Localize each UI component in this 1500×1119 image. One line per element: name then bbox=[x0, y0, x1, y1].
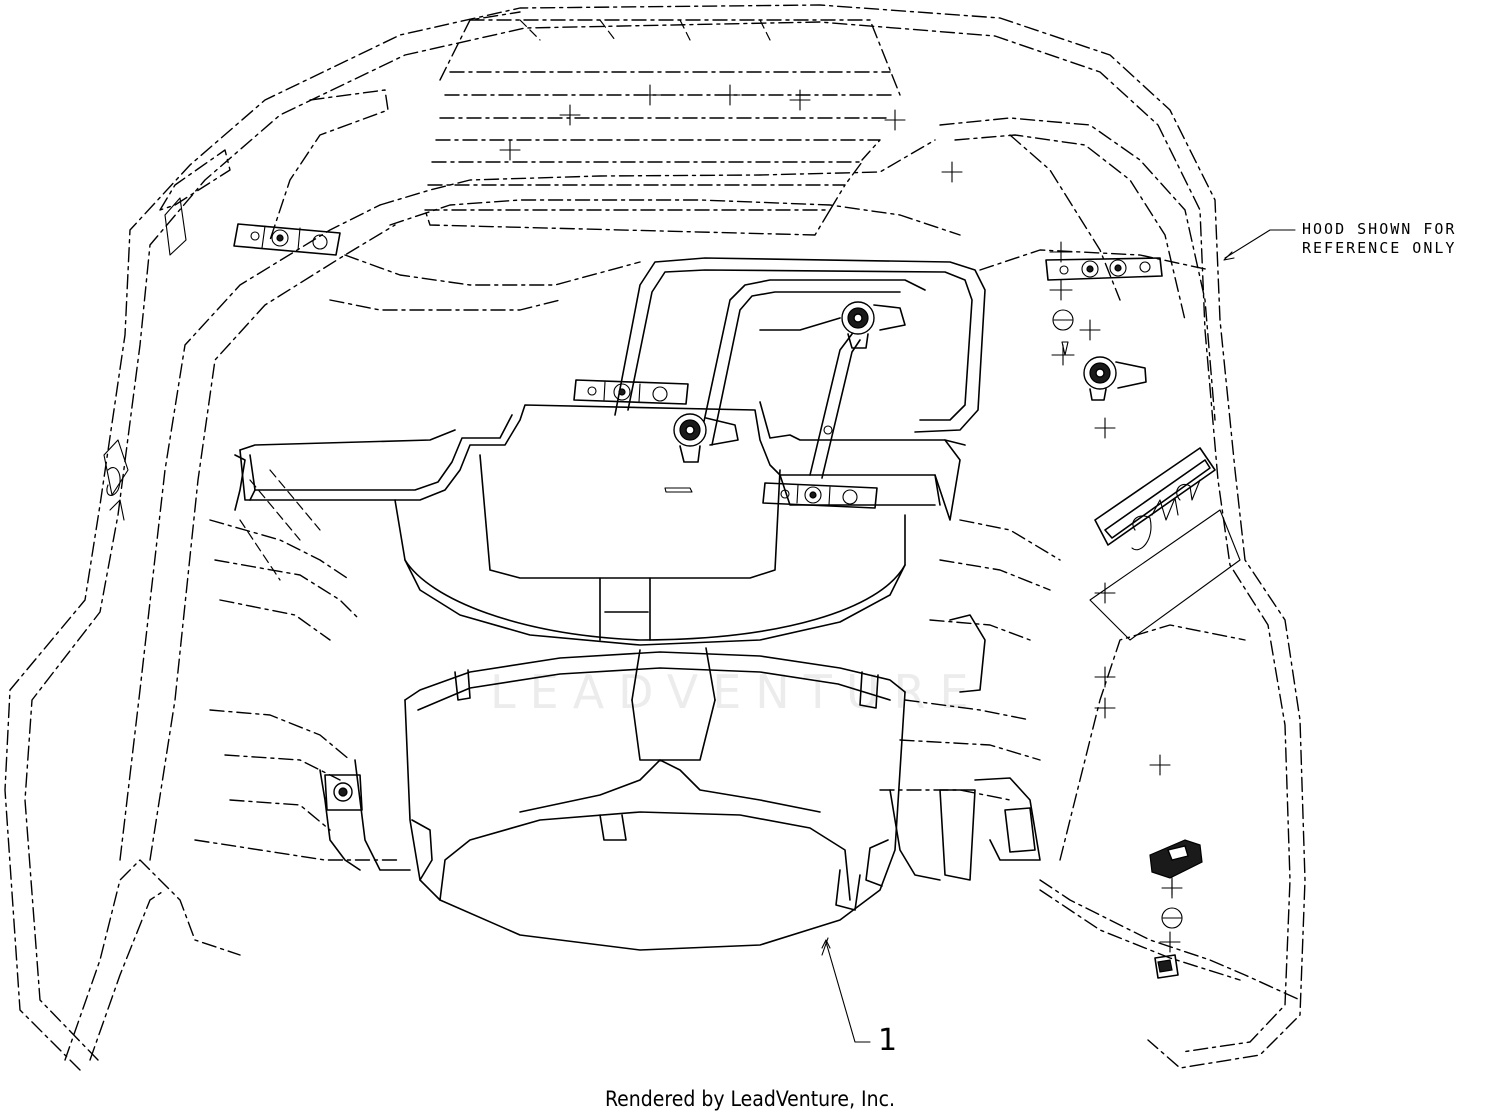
latch-plate-upper-left bbox=[233, 223, 341, 256]
brand-emblem-right bbox=[1089, 447, 1241, 641]
latch-lever-lower-right bbox=[1149, 839, 1203, 879]
support-frame bbox=[614, 257, 986, 479]
latch-plate-center-left bbox=[573, 379, 689, 405]
washers-pins bbox=[823, 309, 1183, 929]
hood-reference-note: HOOD SHOWN FOR REFERENCE ONLY bbox=[1302, 220, 1456, 258]
chassis-rear bbox=[234, 454, 1041, 881]
knob-clip-right bbox=[1083, 356, 1147, 401]
footer-credit: Rendered by LeadVenture, Inc. bbox=[605, 1087, 895, 1111]
latch-plate-upper-right bbox=[1045, 257, 1163, 281]
center-line-markers bbox=[499, 84, 1183, 953]
mounting-bracket bbox=[239, 401, 966, 646]
hood-note-line-2: REFERENCE ONLY bbox=[1302, 239, 1457, 257]
hood-outline bbox=[4, 4, 1306, 1071]
collector-basket bbox=[404, 647, 906, 956]
watermark: LEADVENTURE bbox=[490, 665, 983, 719]
hinge-block-lower-right bbox=[1154, 954, 1179, 979]
hinge-block-lower-left bbox=[324, 774, 363, 811]
hood-note-line-1: HOOD SHOWN FOR bbox=[1302, 220, 1457, 238]
knob-clip-top bbox=[841, 301, 906, 349]
knob-clip-center bbox=[673, 413, 739, 463]
brand-emblem-left bbox=[103, 197, 187, 521]
part-number-1: 1 bbox=[878, 1023, 898, 1058]
latch-plate-center-right bbox=[762, 482, 878, 509]
leader-lines bbox=[821, 229, 1296, 1043]
